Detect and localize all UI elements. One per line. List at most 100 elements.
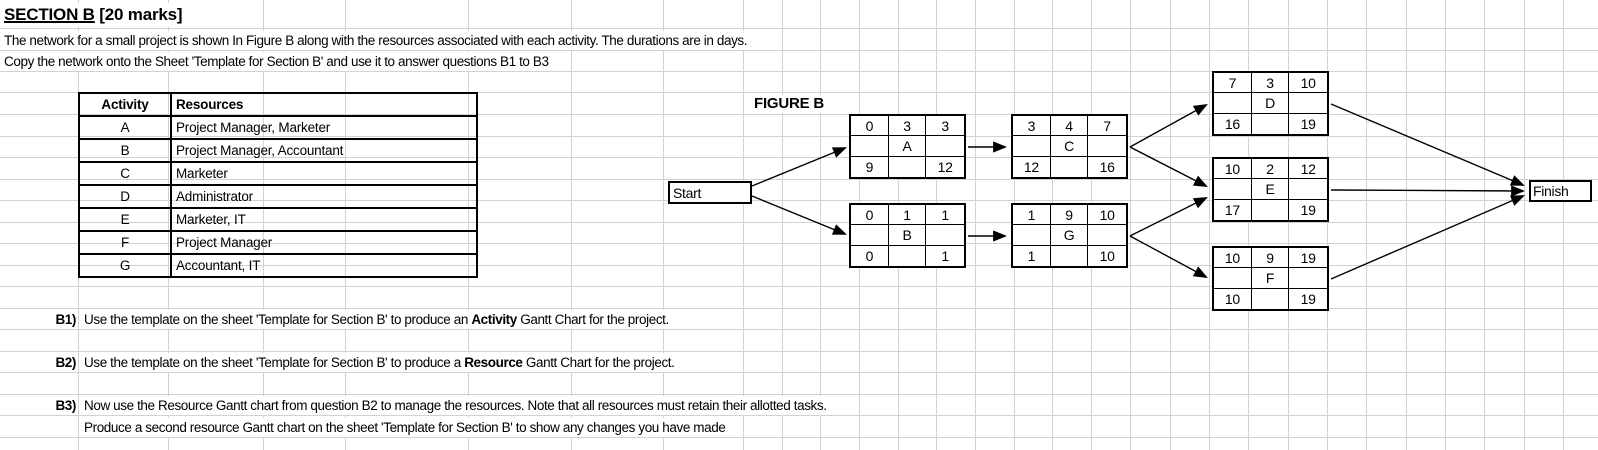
node-cell-id[interactable]: A (888, 136, 927, 157)
node-cell-es[interactable]: 10 (1214, 248, 1252, 269)
resources-cell[interactable]: Project Manager, Marketer (170, 115, 478, 140)
node-cell-blank[interactable] (1252, 113, 1290, 134)
node-cell-blank[interactable] (1088, 136, 1126, 157)
node-cell-lf[interactable]: 19 (1300, 290, 1316, 307)
activity-column-header[interactable]: Activity (78, 92, 172, 117)
node-cell-lf[interactable]: 19 (1300, 115, 1316, 132)
node-cell-lf[interactable]: 12 (937, 158, 953, 175)
section-title-marks: [20 marks] (94, 5, 183, 24)
node-cell-ef[interactable]: 10 (1289, 73, 1327, 94)
node-cell-blank[interactable] (889, 245, 927, 266)
activity-cell[interactable]: D (78, 184, 172, 209)
grid-line-horizontal (0, 394, 1598, 395)
node-cell-ls[interactable]: 10 (1214, 288, 1252, 309)
grid-line-vertical (975, 0, 976, 450)
node-cell-blank[interactable] (1289, 268, 1327, 289)
node-cell-duration[interactable]: 3 (1251, 73, 1290, 94)
node-cell-ls[interactable]: 9 (851, 156, 889, 177)
intro-line-2: Copy the network onto the Sheet 'Templat… (2, 52, 551, 71)
node-cell-es[interactable]: 3 (1013, 116, 1051, 137)
node-cell-ef[interactable]: 1 (926, 205, 964, 226)
node-cell-es[interactable]: 10 (1214, 159, 1252, 180)
grid-line-vertical (1524, 0, 1525, 450)
grid-line-horizontal (0, 92, 1598, 93)
activity-cell[interactable]: B (78, 138, 172, 163)
activity-cell[interactable]: G (78, 253, 172, 278)
node-cell-ls[interactable]: 17 (1214, 199, 1252, 220)
node-cell-ls[interactable]: 1 (1013, 245, 1051, 266)
node-cell-duration[interactable]: 9 (1251, 248, 1290, 269)
node-cell-ef[interactable]: 10 (1088, 205, 1126, 226)
node-cell-blank[interactable] (1252, 199, 1290, 220)
resources-cell[interactable]: Project Manager, Accountant (170, 138, 478, 163)
node-cell-ef[interactable]: 7 (1088, 116, 1126, 137)
grid-line-horizontal (0, 243, 1598, 244)
start-node[interactable]: Start (668, 181, 752, 204)
node-cell-ef[interactable]: 3 (926, 116, 964, 137)
resources-cell[interactable]: Marketer, IT (170, 207, 478, 232)
finish-node[interactable]: Finish (1529, 180, 1592, 202)
node-cell-lf[interactable]: 19 (1300, 201, 1316, 218)
activity-cell[interactable]: E (78, 207, 172, 232)
node-cell-blank[interactable] (1214, 268, 1252, 289)
resources-cell[interactable]: Project Manager (170, 230, 478, 255)
activity-cell[interactable]: A (78, 115, 172, 140)
node-cell-duration[interactable]: 3 (888, 116, 927, 137)
resources-column-header[interactable]: Resources (170, 92, 478, 117)
resources-cell[interactable]: Marketer (170, 161, 478, 186)
node-cell-blank[interactable] (1088, 225, 1126, 246)
node-cell-ls[interactable]: 16 (1214, 113, 1252, 134)
node-cell-es[interactable]: 7 (1214, 73, 1252, 94)
node-cell-blank[interactable] (851, 225, 889, 246)
node-cell-ef[interactable]: 19 (1289, 248, 1327, 269)
node-cell-blank[interactable] (1252, 288, 1290, 309)
node-cell-blank[interactable] (926, 225, 964, 246)
node-cell-duration[interactable]: 9 (1050, 205, 1089, 226)
activity-cell[interactable]: F (78, 230, 172, 255)
node-cell-id[interactable]: F (1251, 268, 1290, 289)
node-cell-blank[interactable] (1013, 225, 1051, 246)
table-header-row: Activity Resources (78, 92, 478, 117)
node-cell-duration[interactable]: 2 (1251, 159, 1290, 180)
node-cell-ef[interactable]: 12 (1289, 159, 1327, 180)
node-cell-es[interactable]: 0 (851, 116, 889, 137)
node-cell-id[interactable]: D (1251, 93, 1290, 114)
node-cell-blank[interactable] (1013, 136, 1051, 157)
node-cell-ls[interactable]: 12 (1013, 156, 1051, 177)
grid-line-vertical (1248, 0, 1249, 450)
node-cell-blank[interactable] (1051, 245, 1089, 266)
node-cell-id[interactable]: B (888, 225, 927, 246)
node-cell-id[interactable]: E (1251, 179, 1290, 200)
node-cell-blank[interactable] (851, 136, 889, 157)
node-cell-blank[interactable] (1289, 93, 1327, 114)
node-cell-id[interactable]: G (1050, 225, 1089, 246)
node-cell-lf[interactable]: 10 (1099, 247, 1115, 264)
node-cell-es[interactable]: 0 (851, 205, 889, 226)
node-cell-id[interactable]: C (1050, 136, 1089, 157)
node-cell-lf[interactable]: 16 (1099, 158, 1115, 175)
resources-cell[interactable]: Administrator (170, 184, 478, 209)
node-cell-blank[interactable] (1051, 156, 1089, 177)
node-cell-lf[interactable]: 1 (941, 247, 949, 264)
node-cell-duration[interactable]: 1 (888, 205, 927, 226)
section-title-underlined: SECTION B (4, 5, 95, 24)
activity-cell[interactable]: C (78, 161, 172, 186)
node-cell-blank[interactable] (1214, 93, 1252, 114)
node-cell-blank[interactable] (1214, 179, 1252, 200)
node-cell-ls[interactable]: 0 (851, 245, 889, 266)
resources-cell[interactable]: Accountant, IT (170, 253, 478, 278)
node-cell-es[interactable]: 1 (1013, 205, 1051, 226)
grid-line-vertical (1406, 0, 1407, 450)
node-cell-duration[interactable]: 4 (1050, 116, 1089, 137)
node-cell-blank[interactable] (889, 156, 927, 177)
node-cell-blank[interactable] (1289, 179, 1327, 200)
node-cell-blank[interactable] (926, 136, 964, 157)
